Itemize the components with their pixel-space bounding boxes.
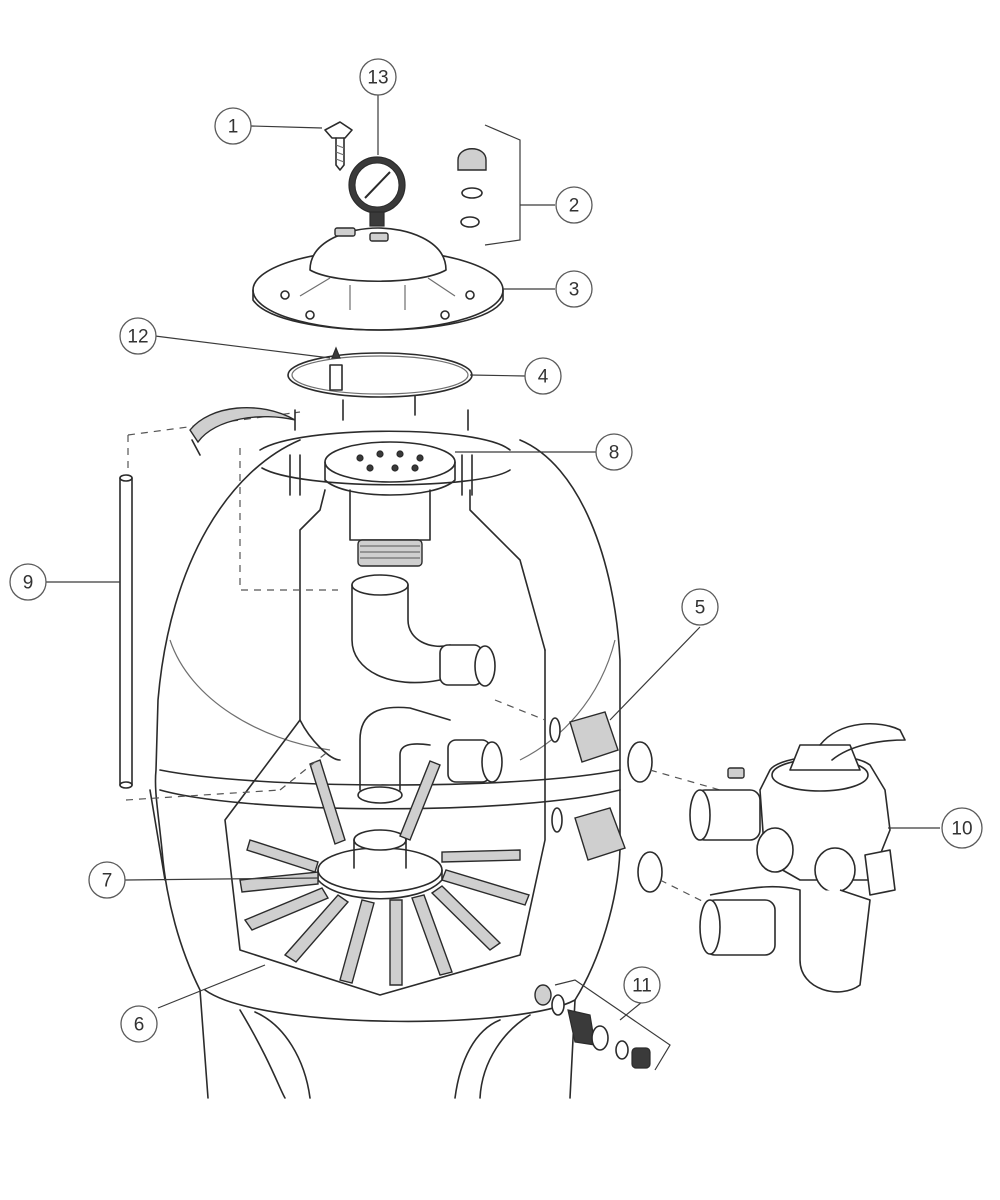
callout-11: 11 — [623, 966, 661, 1004]
lid-screw — [324, 121, 353, 171]
dashed-assembly-box — [127, 411, 338, 791]
callout-9-label: 9 — [23, 573, 34, 594]
air-relief-pipe — [119, 474, 281, 801]
callout-3-label: 3 — [569, 280, 580, 301]
callout-4-label: 4 — [538, 367, 549, 388]
lateral-hub — [317, 829, 443, 900]
callout-7: 7 — [88, 861, 126, 899]
callout-9: 9 — [9, 563, 47, 601]
lower-elbow-pipe — [357, 706, 503, 804]
callout-10: 10 — [941, 807, 983, 849]
callout-1: 1 — [214, 107, 252, 145]
leader-lines — [46, 95, 940, 1021]
callout-4: 4 — [524, 357, 562, 395]
callout-13: 13 — [359, 58, 397, 96]
filter-lid — [252, 227, 504, 331]
filter-tank-body — [149, 430, 621, 1099]
callout-6: 6 — [120, 1005, 158, 1043]
callout-5: 5 — [681, 588, 719, 626]
callout-1-label: 1 — [228, 117, 239, 138]
callout-12: 12 — [119, 317, 157, 355]
drain-assembly — [534, 979, 671, 1071]
callout-11-label: 11 — [632, 976, 652, 997]
underdrain-laterals — [239, 759, 530, 986]
pressure-gauge — [348, 156, 406, 227]
tank-unions — [494, 699, 721, 906]
callout-2: 2 — [555, 186, 593, 224]
callout-3: 3 — [555, 270, 593, 308]
lid-o-ring — [287, 352, 473, 398]
air-vent-valve — [329, 346, 343, 391]
multiport-valve — [689, 722, 906, 993]
callout-5-label: 5 — [695, 598, 706, 619]
callout-8: 8 — [595, 433, 633, 471]
callout-2-label: 2 — [569, 196, 580, 217]
callout-8-label: 8 — [609, 443, 620, 464]
top-diffuser — [324, 441, 456, 567]
callout-10-label: 10 — [951, 819, 972, 840]
sand-clamp-spring — [189, 406, 296, 456]
callout-7-label: 7 — [102, 871, 113, 892]
upper-elbow-pipe — [351, 574, 496, 687]
callout-13-label: 13 — [367, 68, 388, 89]
tank-studs — [289, 394, 473, 496]
tank-cutaway — [224, 489, 546, 996]
callout-6-label: 6 — [134, 1015, 145, 1036]
callout-12-label: 12 — [127, 327, 148, 348]
cap-nut-set — [457, 124, 521, 246]
